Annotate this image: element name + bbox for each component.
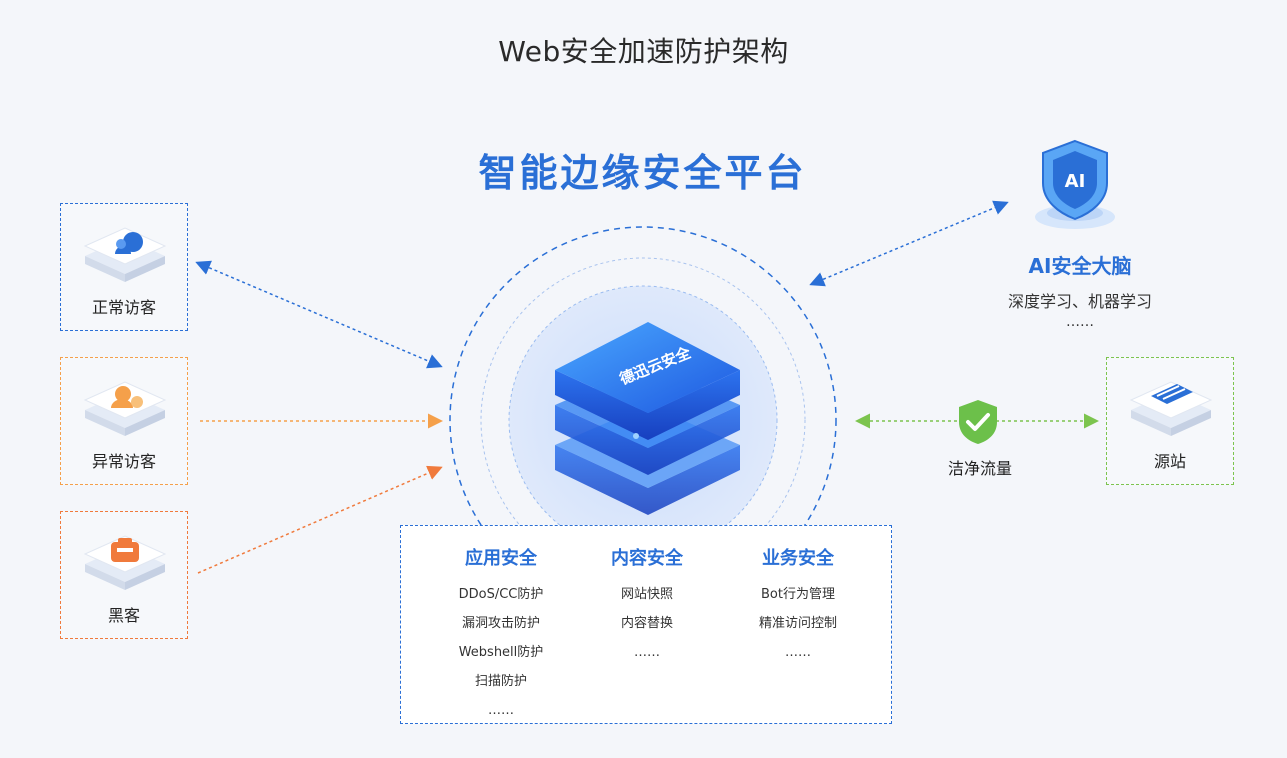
feature-item: 网站快照 (620, 587, 673, 602)
hacker-icon (83, 535, 167, 590)
ai-logo-text: AI (1065, 171, 1086, 192)
normal-visitor-label: 正常访客 (91, 298, 156, 317)
clean-traffic-label: 洁净流量 (947, 459, 1012, 478)
feature-column-content-security: 内容安全 网站快照 内容替换 …… (572, 544, 722, 667)
page-title: Web安全加速防护架构 (498, 35, 789, 68)
abnormal-visitor-node: 异常访客 (60, 357, 188, 485)
origin-label: 源站 (1153, 452, 1186, 471)
ai-brain-more: …… (1066, 314, 1094, 330)
hacker-node: 黑客 (60, 511, 188, 639)
feature-item: …… (785, 645, 811, 660)
feature-column-title: 业务安全 (762, 548, 834, 569)
hacker-label: 黑客 (107, 606, 140, 625)
origin-node: 源站 (1106, 357, 1234, 485)
feature-item: DDoS/CC防护 (458, 587, 544, 602)
user-icon (83, 227, 167, 282)
feature-item: Bot行为管理 (761, 587, 835, 602)
feature-item: Webshell防护 (458, 645, 544, 660)
server-icon (1129, 381, 1213, 436)
feature-item: 扫描防护 (474, 674, 527, 689)
feature-item: …… (488, 703, 514, 718)
feature-item: 精准访问控制 (758, 616, 837, 631)
shield-check-icon (959, 400, 997, 444)
ai-brain-subtitle: 深度学习、机器学习 (1007, 292, 1152, 311)
feature-column-title: 内容安全 (611, 548, 683, 569)
abnormal-user-icon (83, 381, 167, 436)
feature-item: 漏洞攻击防护 (461, 616, 540, 631)
feature-item: …… (634, 645, 660, 660)
normal-visitor-node: 正常访客 (60, 203, 188, 331)
ai-brain-title: AI安全大脑 (1028, 254, 1132, 278)
abnormal-visitor-label: 异常访客 (91, 452, 156, 471)
feature-column-title: 应用安全 (465, 548, 537, 569)
feature-item: 内容替换 (620, 616, 673, 631)
platform-cube-icon (555, 322, 740, 515)
feature-column-app-security: 应用安全 DDoS/CC防护 漏洞攻击防护 Webshell防护 扫描防护 …… (426, 544, 576, 725)
ai-shield-icon: AI (1035, 139, 1115, 229)
feature-column-business-security: 业务安全 Bot行为管理 精准访问控制 …… (723, 544, 873, 667)
platform-title: 智能边缘安全平台 (478, 151, 807, 195)
security-features-panel: 应用安全 DDoS/CC防护 漏洞攻击防护 Webshell防护 扫描防护 ……… (400, 525, 892, 724)
